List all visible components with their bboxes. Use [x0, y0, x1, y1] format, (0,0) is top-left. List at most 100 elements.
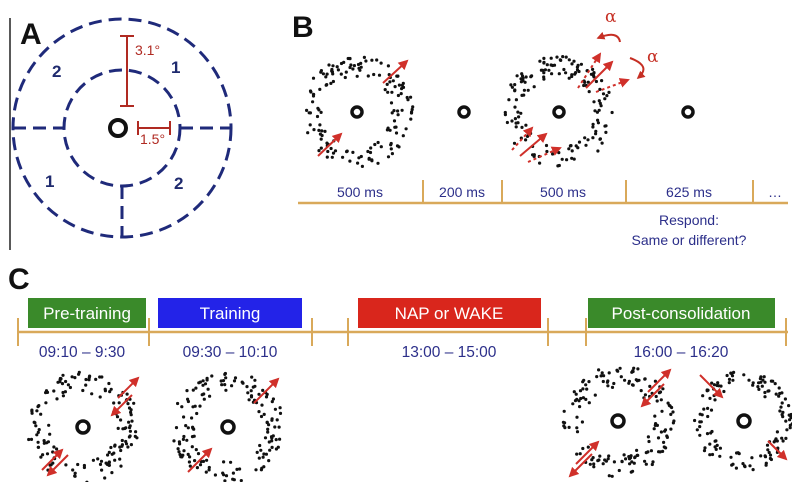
phase-time-nap-or-wake: 13:00 – 15:00	[402, 344, 497, 361]
stimulus-dot	[187, 460, 191, 464]
duration-label: 200 ms	[439, 184, 485, 200]
stimulus-dot	[270, 439, 274, 443]
stimulus-dot	[570, 62, 574, 66]
stimulus-dot	[34, 424, 38, 428]
stimulus-dot	[317, 108, 321, 112]
stimulus-dot	[591, 122, 595, 126]
stimulus-dot	[110, 452, 114, 456]
stimulus-dot	[718, 454, 722, 458]
stimulus-dot	[532, 85, 536, 89]
stimulus-dot	[542, 56, 546, 61]
stimulus-dot	[567, 58, 571, 62]
stimulus-dot	[385, 82, 389, 86]
outer-radius-label: 3.1°	[135, 42, 160, 58]
stimulus-dot	[210, 374, 214, 378]
stimulus-dot	[653, 414, 657, 418]
stimulus-dot	[763, 454, 767, 458]
stimulus-dot	[602, 374, 606, 378]
stimulus-dot	[331, 79, 335, 84]
stimulus-dot	[201, 383, 205, 387]
stimulus-dot	[577, 399, 581, 403]
stimulus-dot	[668, 404, 672, 408]
stimulus-dot	[605, 380, 610, 384]
stimulus-dot	[538, 161, 542, 165]
stimulus-dot	[42, 441, 46, 445]
stimulus-dot	[103, 387, 107, 391]
fixation-point	[108, 118, 128, 138]
stimulus-dot	[639, 389, 643, 393]
stimulus-dot	[583, 80, 587, 84]
stimulus-dot	[523, 80, 527, 84]
stimulus-dot	[627, 457, 632, 461]
stimulus-dot	[188, 455, 192, 459]
stimulus-dot	[588, 462, 592, 466]
stimulus-dot	[180, 405, 184, 409]
stimulus-dot	[331, 64, 335, 68]
fixation-point	[552, 105, 566, 119]
stimulus-dot	[202, 397, 206, 401]
stimulus-dot	[660, 409, 664, 413]
stimulus-dot	[366, 74, 370, 78]
stimulus-dot	[529, 75, 533, 79]
stimulus-dot	[330, 155, 334, 159]
stimulus-annulus-post-1	[561, 366, 676, 478]
stimulus-dot	[317, 149, 321, 153]
stimulus-dot	[273, 407, 277, 411]
stimulus-dot	[706, 406, 710, 410]
stimulus-dot	[311, 94, 316, 98]
stimulus-dot	[552, 63, 557, 67]
stimulus-dot	[570, 149, 574, 153]
stimulus-dot	[379, 61, 383, 65]
stimulus-dot	[630, 383, 635, 387]
stimulus-dot	[708, 442, 712, 446]
stimulus-dot	[582, 83, 586, 88]
stimulus-dot	[221, 379, 226, 383]
stimulus-dot	[672, 419, 676, 423]
stimulus-dot	[180, 455, 184, 459]
stimulus-dot	[397, 145, 401, 149]
stimulus-dot	[336, 68, 340, 72]
stimulus-dot	[203, 382, 208, 386]
stimulus-dot	[561, 55, 565, 59]
stimulus-dot	[503, 113, 507, 117]
stimulus-dot	[606, 384, 610, 388]
stimulus-dot	[249, 395, 254, 399]
stimulus-dot	[120, 443, 124, 447]
stimulus-dot	[594, 129, 598, 133]
stimulus-dot	[360, 164, 364, 168]
stimulus-dot	[267, 459, 271, 463]
phase-box-post-consolidation	[588, 298, 775, 328]
stimulus-dot	[787, 404, 791, 408]
stimulus-dot	[767, 450, 771, 455]
stimulus-dot	[181, 437, 185, 441]
phase-box-nap-or-wake	[358, 298, 541, 328]
stimulus-dot	[663, 429, 667, 433]
stimulus-dot	[30, 409, 34, 413]
stimulus-dot	[594, 132, 598, 136]
stimulus-dot	[359, 61, 363, 65]
stimulus-dot	[570, 156, 574, 160]
stimulus-dot	[587, 401, 591, 405]
stimulus-dot	[113, 443, 117, 447]
stimulus-dot	[198, 380, 202, 384]
stimulus-dot	[103, 476, 107, 480]
stimulus-dot	[329, 81, 333, 85]
stimulus-dot	[666, 401, 670, 405]
stimulus-dot	[186, 452, 190, 456]
stimulus-dot	[762, 375, 766, 379]
stimulus-dot	[619, 375, 623, 379]
stimulus-dot	[643, 377, 647, 381]
stimulus-dot	[628, 462, 632, 466]
stimulus-dot	[655, 399, 659, 403]
stimulus-dot	[191, 425, 195, 429]
stimulus-dot	[394, 131, 399, 135]
stimulus-dot	[207, 468, 211, 472]
stimulus-dot	[577, 140, 582, 144]
stimulus-dot	[308, 111, 312, 115]
stimulus-dot	[193, 404, 197, 408]
stimulus-dot	[656, 436, 661, 440]
stimulus-dot	[584, 143, 588, 147]
stimulus-dot	[100, 375, 104, 379]
stimulus-dot	[605, 94, 609, 98]
stimulus-dot	[543, 68, 548, 72]
